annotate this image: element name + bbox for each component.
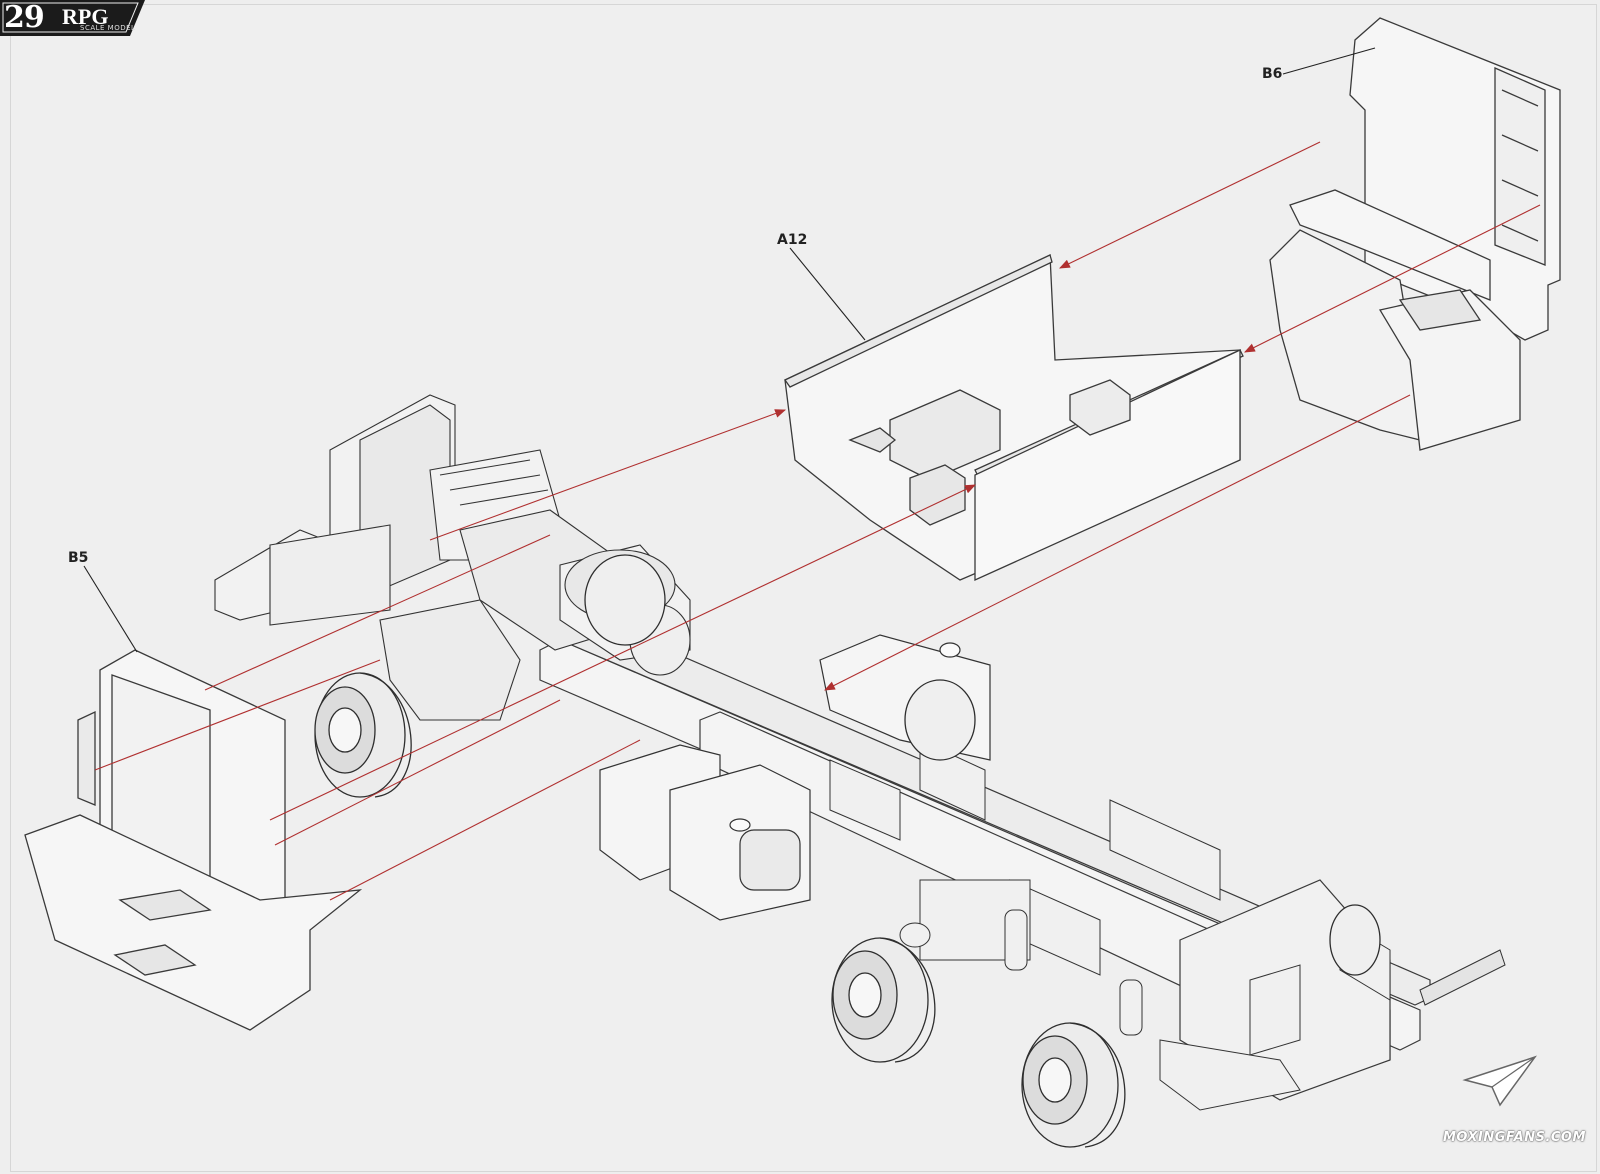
callout-b5: B5 <box>68 550 89 566</box>
assembly-arrows <box>94 141 1541 901</box>
paper-plane-icon <box>1462 1055 1537 1107</box>
page-number: 29 <box>4 0 45 35</box>
callout-a12: A12 <box>777 232 808 248</box>
brand-logo: RPG <box>62 4 109 29</box>
part-a12-cab-floor <box>784 253 1244 582</box>
watermark-text: MOXINGFANS.COM <box>1443 1130 1586 1145</box>
page-badge-bg <box>0 0 145 36</box>
page-badge: 29 RPG SCALE MODEL <box>0 0 150 38</box>
suspension <box>899 879 1506 1111</box>
callout-b6: B6 <box>1262 66 1283 82</box>
callout-leaders <box>83 47 1376 653</box>
part-b5-front-wall <box>24 649 363 1031</box>
part-b6-rear-wall <box>1269 17 1561 451</box>
brand-subtitle: SCALE MODEL <box>80 24 136 32</box>
